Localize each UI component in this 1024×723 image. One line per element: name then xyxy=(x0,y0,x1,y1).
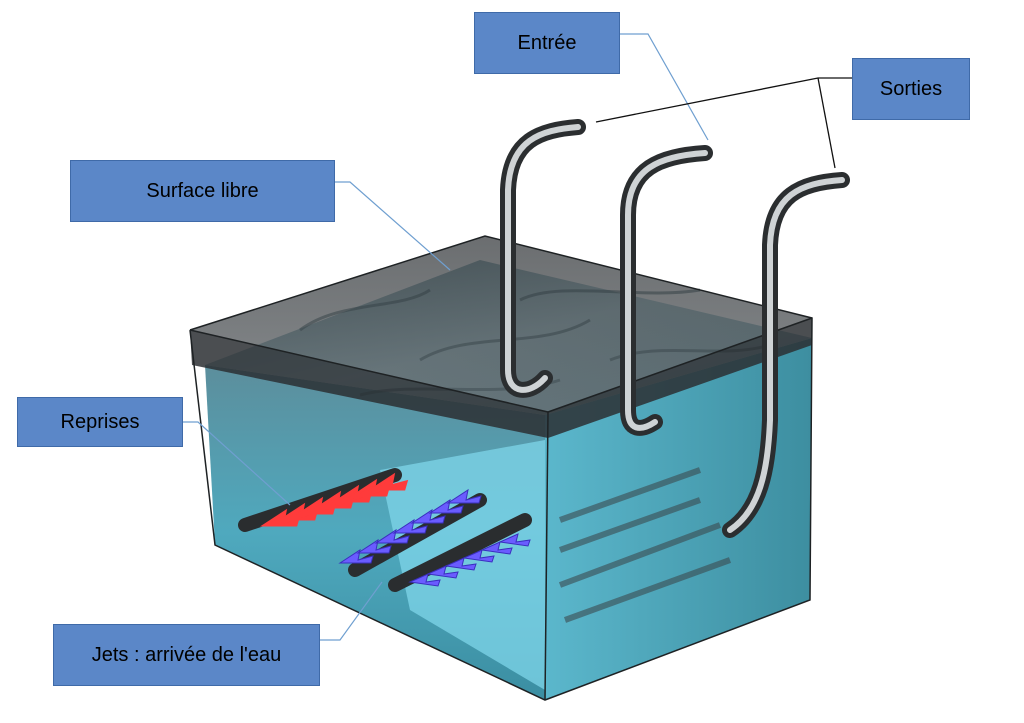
leader-surface xyxy=(335,181,451,271)
label-sorties: Sorties xyxy=(852,58,970,120)
leader-sorties-right xyxy=(817,77,836,169)
tank-glass-front-band xyxy=(190,330,548,438)
label-entree: Entrée xyxy=(474,12,620,74)
jet-arrows-lower xyxy=(408,533,531,587)
leader-sorties-left xyxy=(595,77,852,123)
tank-glass-right-band xyxy=(548,318,812,438)
label-surface-libre: Surface libre xyxy=(70,160,335,222)
leader-reprises xyxy=(183,421,291,506)
internal-tubes xyxy=(558,467,732,623)
label-reprises: Reprises xyxy=(17,397,183,447)
pipes xyxy=(500,119,850,538)
reprise-arrows xyxy=(259,472,409,527)
label-jets: Jets : arrivée de l'eau xyxy=(53,624,320,686)
reprise-tube xyxy=(238,468,409,532)
leader-lines xyxy=(183,33,852,641)
leader-jets xyxy=(320,581,383,641)
leader-entree xyxy=(620,33,709,141)
jet-tubes xyxy=(338,488,532,592)
jet-arrows-upper xyxy=(338,488,482,564)
tank-outline xyxy=(189,235,813,701)
tank-right-face xyxy=(545,338,812,700)
